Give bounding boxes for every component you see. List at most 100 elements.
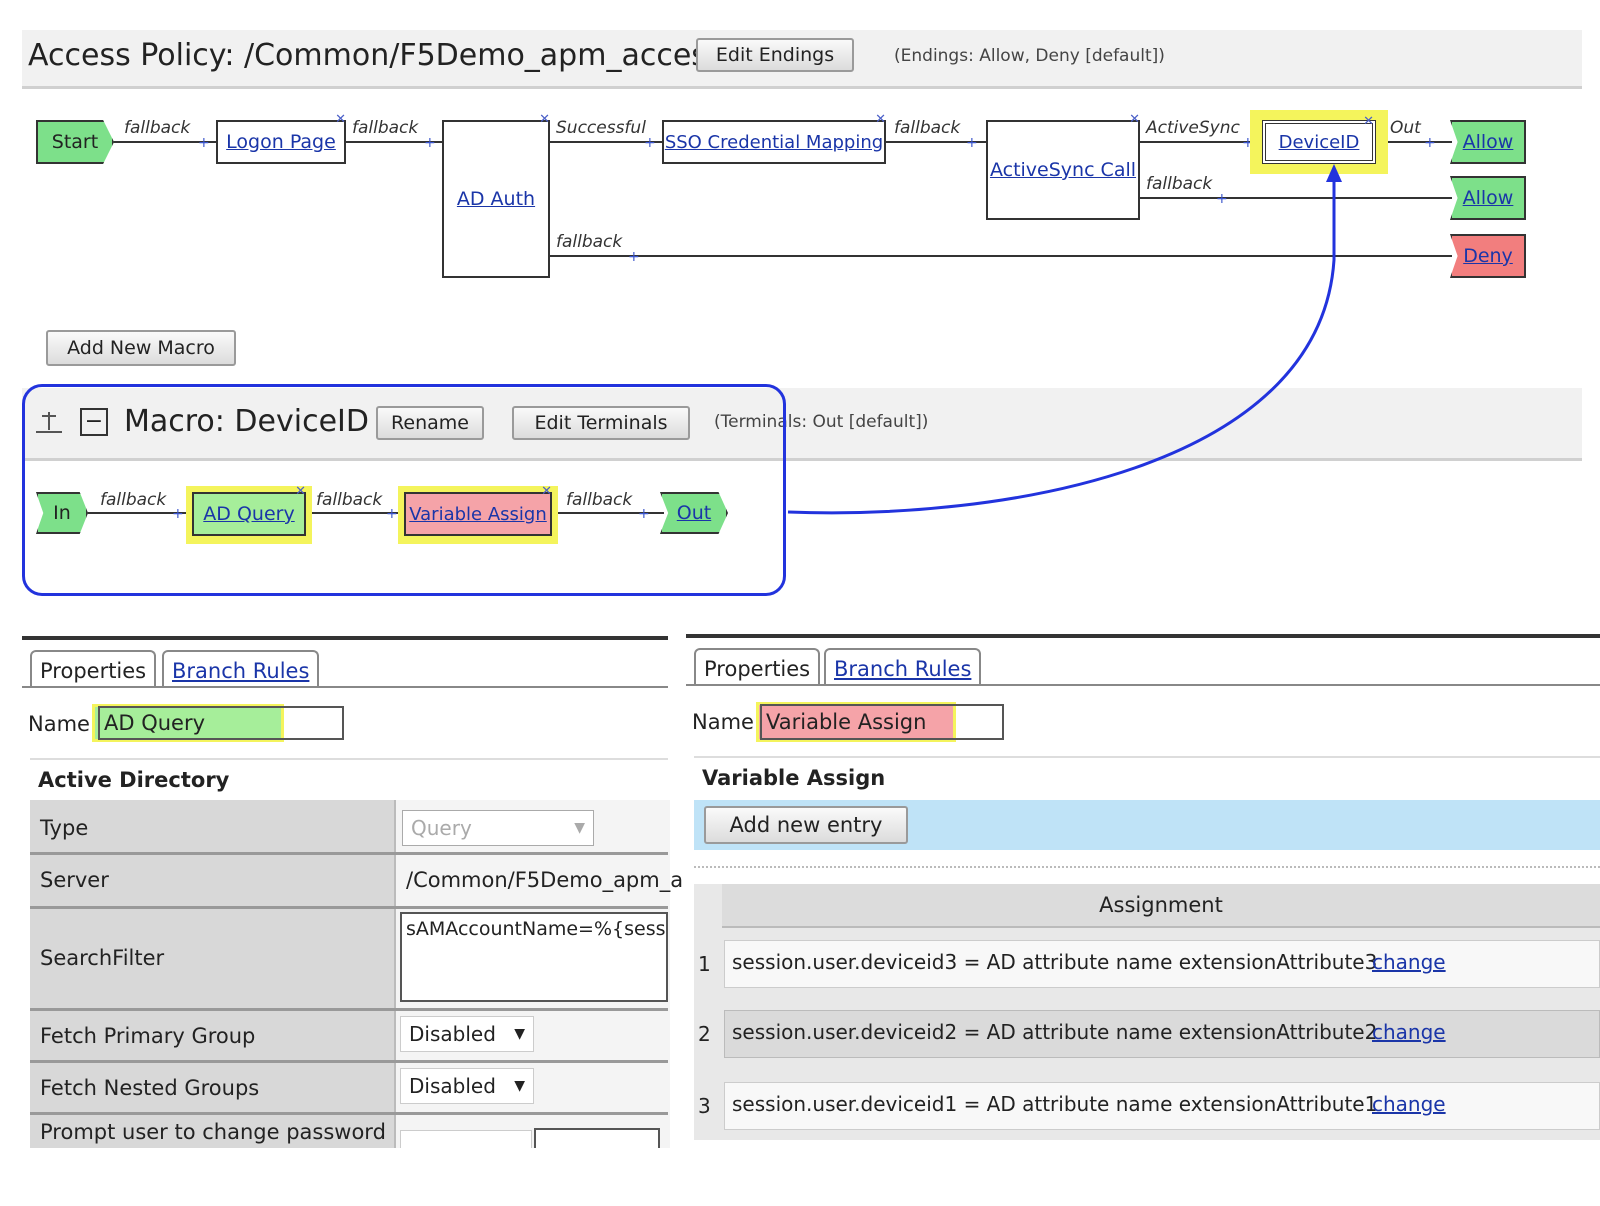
sso-mapping-link[interactable]: SSO Credential Mapping [664,131,884,153]
out-terminal[interactable]: Out [660,492,728,534]
name-label: Name: [692,710,762,734]
change-link[interactable]: change [1372,1092,1446,1116]
name-label: Name: [28,712,98,736]
assignment-text: session.user.deviceid1 = AD attribute na… [732,1092,1378,1116]
svg-text:+: + [628,249,640,265]
delete-icon[interactable]: ✕ [335,112,346,127]
collapse-icon[interactable]: − [80,408,108,436]
terminals-note: (Terminals: Out [default]) [714,412,929,432]
prompt-password-label: Prompt user to change password [40,1120,386,1144]
fetch-primary-select[interactable]: Disabled ▼ [400,1016,534,1052]
start-label: Start [51,131,99,153]
logon-page-node[interactable]: Logon Page ✕ [216,112,346,164]
ad-auth-node[interactable]: AD Auth ✕ [442,112,550,278]
in-label: In [53,502,71,524]
macro-title: Macro: DeviceID [124,404,369,439]
fetch-primary-label: Fetch Primary Group [40,1024,256,1048]
fallback-label: fallback [352,118,419,138]
fetch-nested-value: Disabled [409,1074,496,1098]
allow-link[interactable]: Allow [1462,187,1514,209]
activesync-call-node[interactable]: ActiveSync Call ✕ [986,112,1140,220]
successful-label: Successful [556,118,646,138]
row-number: 1 [698,952,711,976]
fallback-label: fallback [100,490,167,510]
change-link[interactable]: change [1372,950,1446,974]
ad-auth-link[interactable]: AD Auth [456,188,536,210]
in-terminal[interactable]: In [36,492,88,534]
start-terminal[interactable]: Start [36,120,114,164]
table-row[interactable] [724,940,1600,988]
section-title: Variable Assign [702,766,886,790]
deviceid-link[interactable]: DeviceID [1278,131,1360,153]
activesync-call-link[interactable]: ActiveSync Call [989,159,1137,181]
assignment-text: session.user.deviceid2 = AD attribute na… [732,1020,1378,1044]
deny-link[interactable]: Deny [1463,245,1513,267]
tab-properties[interactable]: Properties [30,650,157,688]
out-link[interactable]: Out [676,502,712,524]
fallback-label: fallback [894,118,961,138]
dropdown-icon: ▼ [574,820,585,836]
assignment-header: Assignment [722,884,1600,928]
edit-endings-button[interactable]: Edit Endings [696,38,854,72]
add-new-macro-button[interactable]: Add New Macro [46,330,236,366]
type-label: Type [40,816,89,840]
dropdown-icon: ▼ [514,1078,525,1094]
deviceid-node[interactable]: DeviceID ✕ [1262,114,1376,164]
delete-icon[interactable]: ✕ [295,484,306,499]
delete-icon[interactable]: ✕ [875,112,886,127]
row-divider [30,1008,668,1011]
callout-arrow [787,164,1342,515]
assignment-text: session.user.deviceid3 = AD attribute na… [732,950,1378,974]
svg-text:+: + [638,506,650,522]
page-bottom [0,1148,1600,1206]
tab-branch-rules[interactable]: Branch Rules [824,648,982,686]
tab-branch-rules[interactable]: Branch Rules [162,650,320,688]
fetch-primary-value: Disabled [409,1022,496,1046]
tab-underline [22,686,668,688]
server-value[interactable]: /Common/F5Demo_apm_a [406,868,684,892]
edit-terminals-button[interactable]: Edit Terminals [512,406,690,440]
fetch-nested-select[interactable]: Disabled ▼ [400,1068,534,1104]
searchfilter-textarea[interactable]: sAMAccountName=%{sess [400,912,668,1002]
variable-assign-node[interactable]: Variable Assign ✕ [404,484,552,536]
searchfilter-label: SearchFilter [40,946,165,970]
macro-connectors: +++ [86,506,664,522]
out-label: Out [1390,118,1421,138]
allow-link[interactable]: Allow [1462,131,1514,153]
type-select[interactable]: Query ▼ [402,810,594,846]
rename-button[interactable]: Rename [376,406,484,440]
add-new-entry-button[interactable]: Add new entry [704,806,908,844]
table-row[interactable] [724,1082,1600,1130]
fetch-nested-label: Fetch Nested Groups [40,1076,260,1100]
dropdown-icon: ▼ [514,1026,525,1042]
delete-icon[interactable]: ✕ [539,112,550,127]
change-link[interactable]: change [1372,1020,1446,1044]
name-input[interactable]: AD Query [98,706,344,740]
table-row[interactable] [724,1010,1600,1058]
flow-connectors: +++ +++ ++ [112,135,1452,265]
row-number: 2 [698,1022,711,1046]
logon-page-link[interactable]: Logon Page [226,131,336,153]
sso-mapping-node[interactable]: SSO Credential Mapping ✕ [662,112,886,164]
row-divider [30,906,668,909]
ad-query-link[interactable]: AD Query [203,503,295,525]
allow-terminal[interactable]: Allow [1450,120,1526,164]
macro-header: − Macro: DeviceID Rename Edit Terminals … [22,388,1582,461]
svg-text:+: + [1216,191,1228,207]
delete-icon[interactable]: ✕ [1363,114,1374,129]
section-divider [30,758,668,760]
section-divider [694,756,1600,758]
delete-icon[interactable]: ✕ [1129,112,1140,127]
ad-query-node[interactable]: AD Query ✕ [192,484,306,536]
name-input[interactable]: Variable Assign [760,704,1004,740]
move-icon[interactable] [34,408,64,438]
delete-icon[interactable]: ✕ [541,484,552,499]
fallback-label: fallback [566,490,633,510]
tab-properties[interactable]: Properties [694,648,821,686]
svg-text:+: + [198,135,210,151]
endings-note: (Endings: Allow, Deny [default]) [894,46,1165,66]
variable-assign-link[interactable]: Variable Assign [409,503,547,525]
svg-text:+: + [172,506,184,522]
activesync-label: ActiveSync [1146,118,1240,138]
svg-text:+: + [424,135,436,151]
